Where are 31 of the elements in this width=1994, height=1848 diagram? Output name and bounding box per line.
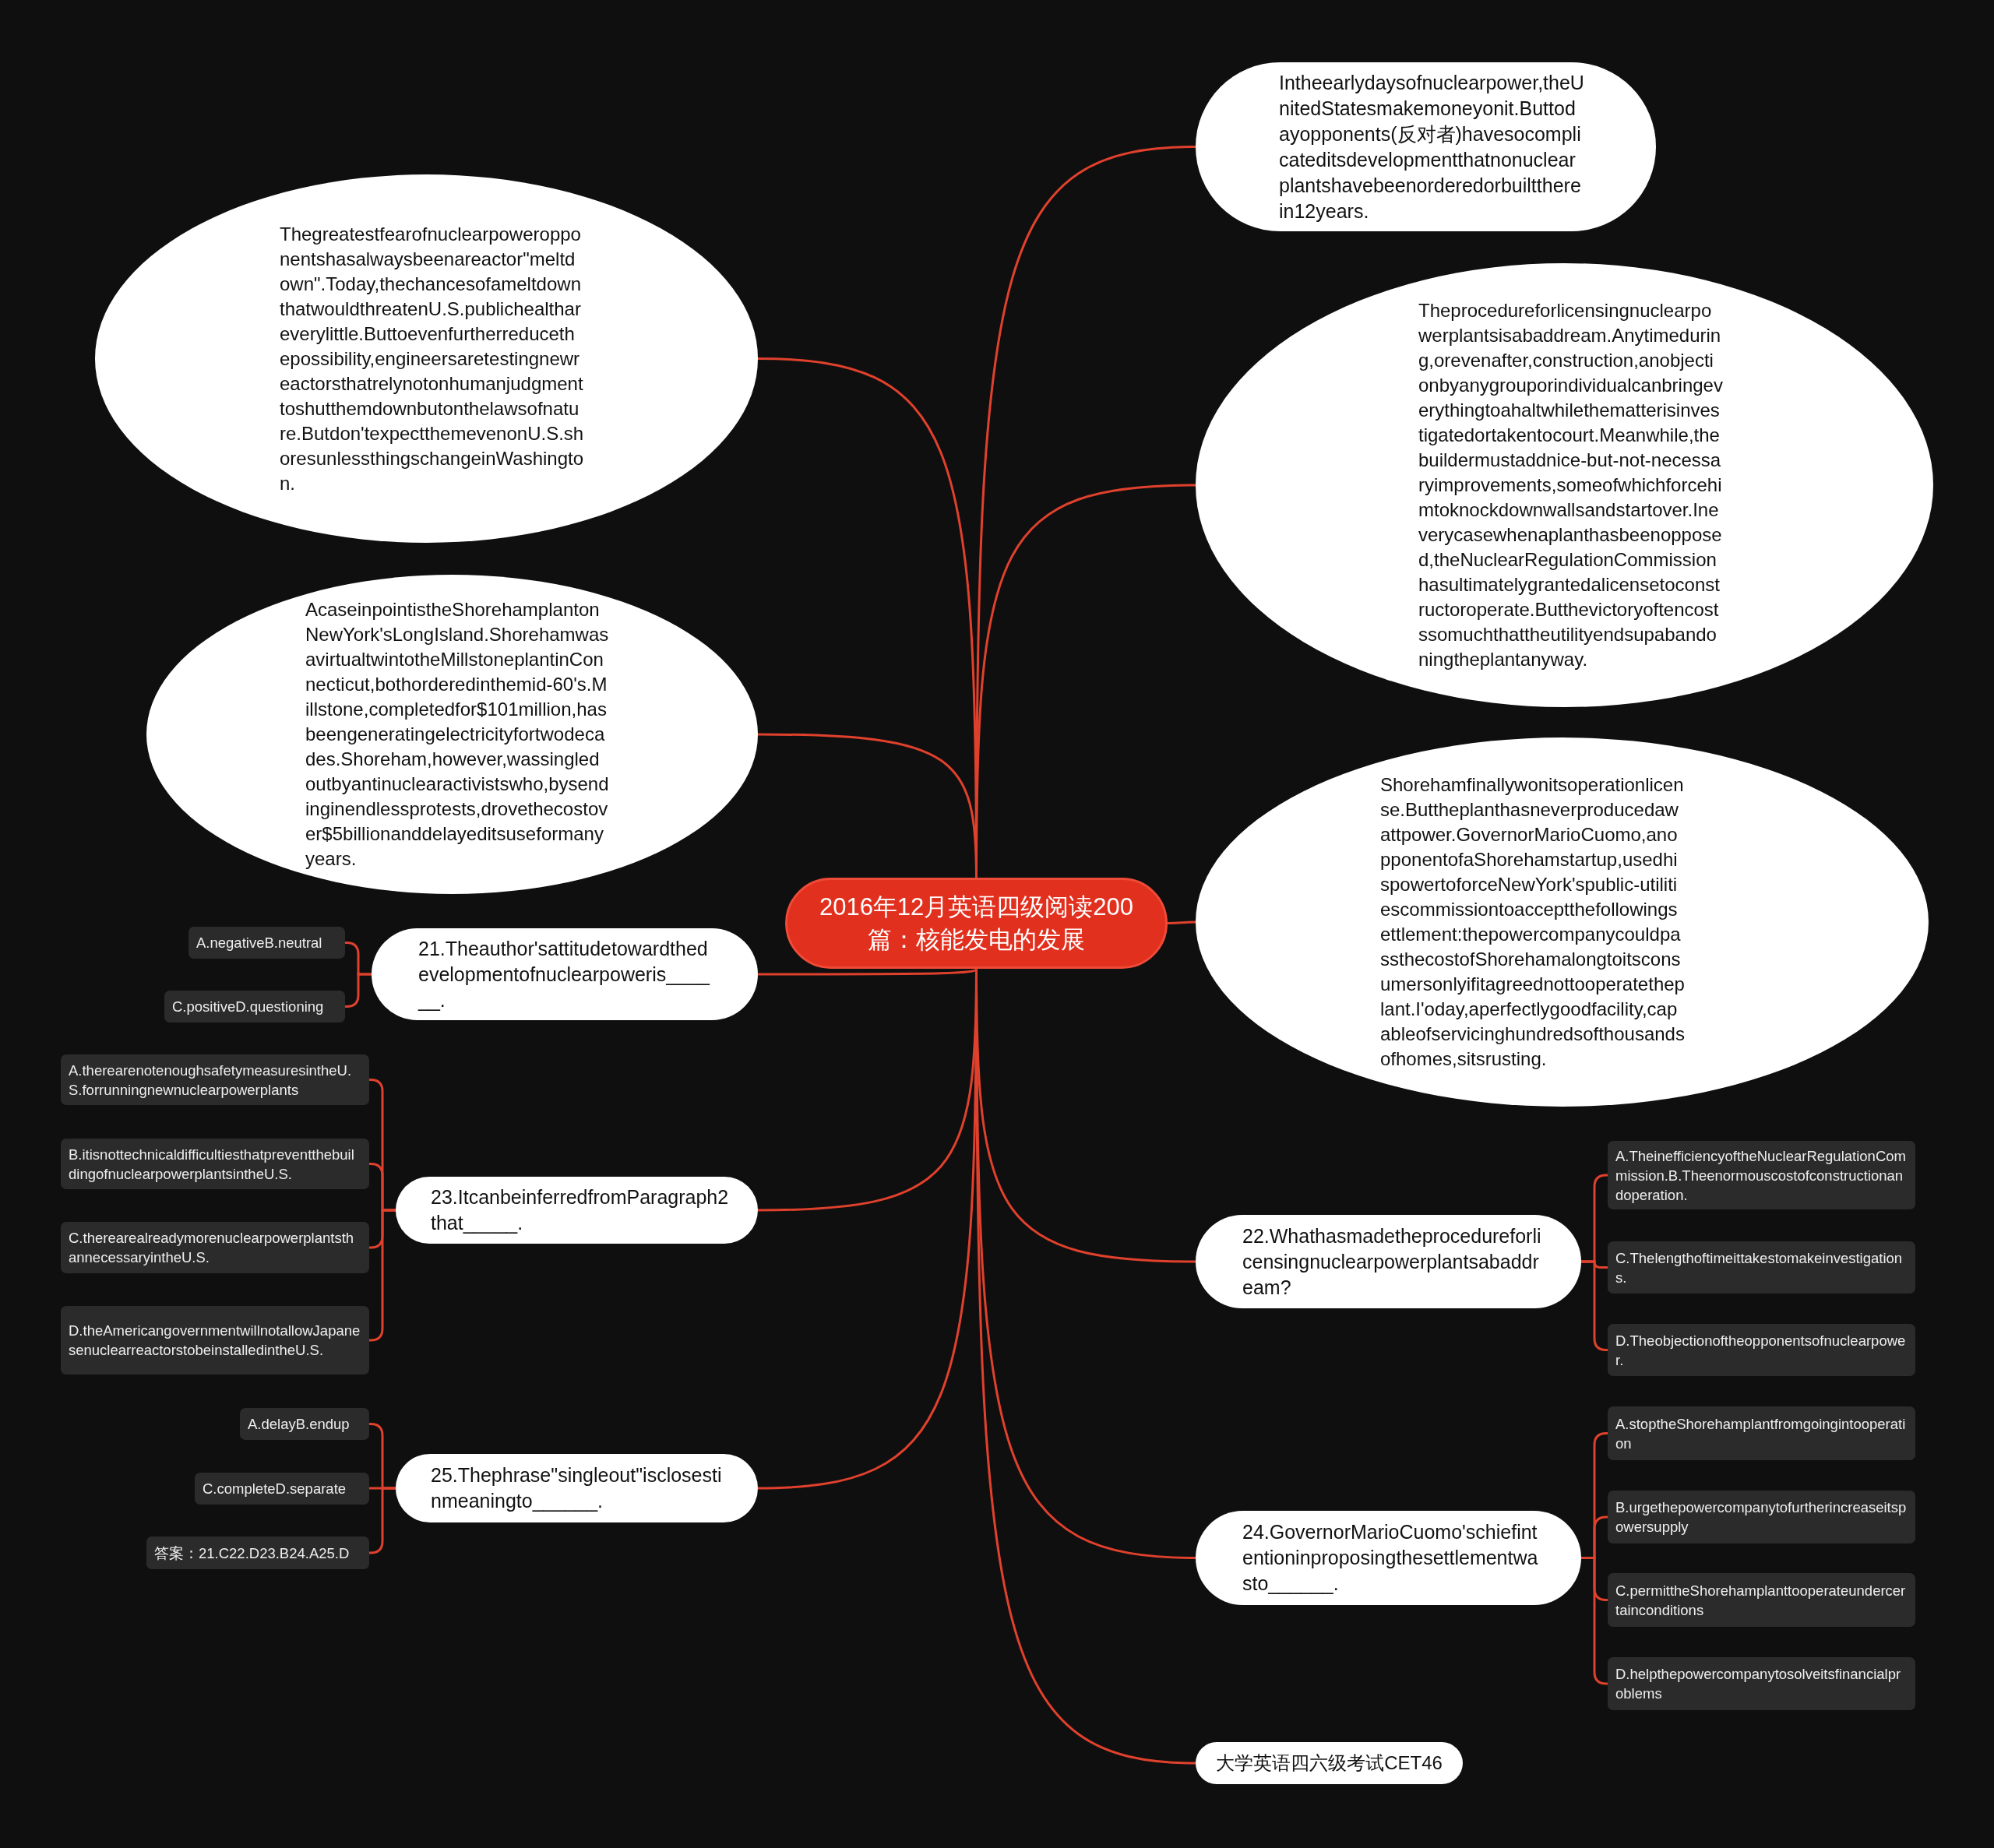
- option-box: D.theAmericangovernmentwillnotallowJapanesenuclearreactorstobeinstalledintheU.S.: [61, 1306, 369, 1375]
- option-box: B.itisnottechnicaldifficultiesthatpreventthebuildingofnuclearpowerplantsintheU.S.: [61, 1139, 369, 1189]
- passage-bubble: Thegreatestfearofnuclearpoweropponentshasalwaysbeenareactor"meltdown".Today,thechancesofameltdownthatwouldthreatenU.S.publichealthareverylittle.Buttoevenfurtherreducethepossibility,engineersaretestingnewreactorsthatrelynotonhumanjudgmenttoshutthemdownbutonthelawsofnature.Butdon'texpectthemevenonU.S.shoresunlessthingschangeinWashington.: [95, 174, 758, 543]
- option-box: D.helpthepowercompanytosolveitsfinancialproblems: [1608, 1657, 1915, 1710]
- question-bubble: 21.Theauthor'sattitudetowardthedevelopmentofnuclearpoweris______.: [372, 928, 758, 1020]
- question-bubble: 23.ItcanbeinferredfromParagraph2that_____.: [396, 1177, 758, 1244]
- passage-bubble: Theprocedureforlicensingnuclearpowerplantsisabaddream.Anytimeduring,orevenafter,construction,anobjectionbyanygrouporindividualcanbringeverythingtoahaltwhilethematterisinvestigatedortakentocourt.Meanwhile,thebuildermustaddnice-but-not-necessaryimprovements,someofwhichforcehimtoknockdownwallsandstartover.Ineverycasewhenaplanthasbeenopposed,theNuclearRegulationCommissionhasultimatelygrantedalicensetoconstructoroperate.Butthevictoryoftencostssomuchthattheutilityendsupabandoningtheplantanyway.: [1196, 263, 1933, 707]
- option-box: C.Thelengthoftimeittakestomakeinvestigations.: [1608, 1241, 1915, 1294]
- connector-line: [1168, 920, 1196, 924]
- option-box: B.urgethepowercompanytofurtherincreaseitspowersupply: [1608, 1491, 1915, 1544]
- topic-bubble: 大学英语四六级考试CET46: [1196, 1742, 1463, 1784]
- connector-line: [344, 973, 372, 1008]
- option-box: D.Theobjectionoftheopponentsofnuclearpower.: [1608, 1324, 1915, 1376]
- option-box: A.therearenotenoughsafetymeasuresintheU.S.forrunningnewnuclearpowerplants: [61, 1054, 369, 1105]
- option-box: C.positiveD.questioning: [164, 991, 345, 1023]
- passage-bubble: Shorehamfinallywonitsoperationlicense.Buttheplanthasneverproducedawattpower.GovernorMarioCuomo,anopponentofaShorehamstartup,usedhispowertoforceNewYork'spublic-utilitiescommissiontoacceptthefollowingsettlement:thepowercompanycouldpassthecostofShorehamalongtoitsconsumersonlyifitagreednottooperatetheplant.I'oday,aperfectlygoodfacility,capableofservicinghundredsofthousandsofhomes,sitsrusting.: [1196, 737, 1929, 1107]
- option-box: C.permittheShorehamplanttooperateundercertainconditions: [1608, 1573, 1915, 1627]
- option-box: A.stoptheShorehamplantfromgoingintooperation: [1608, 1406, 1915, 1460]
- question-bubble: 22.Whathasmadetheprocedureforlicensingnuclearpowerplantsabaddream?: [1196, 1215, 1581, 1308]
- option-box: A.delayB.endup: [240, 1408, 369, 1440]
- connector-line: [758, 967, 978, 976]
- question-bubble: 24.GovernorMarioCuomo'schiefintentioninproposingthesettlementwasto______.: [1196, 1511, 1581, 1605]
- question-bubble: Intheearlydaysofnuclearpower,theUnitedStatesmakemoneyonit.Buttodayopponents(反对者)havesocomplicateditsdevelopmentthatnonuclearplantshavebeenorderedorbuilttherein12years.: [1196, 62, 1656, 231]
- central-topic: 2016年12月英语四级阅读200篇：核能发电的发展: [785, 878, 1168, 969]
- question-bubble: 25.Thephrase"singleout"isclosestinmeaningto______.: [396, 1454, 758, 1522]
- option-box: C.completeD.separate: [195, 1473, 369, 1505]
- passage-bubble: AcaseinpointistheShorehamplantonNewYork'sLongIsland.ShorehamwasavirtualtwintotheMillstoneplantinConnecticut,bothorderedinthemid-60's.Millstone,completedfor$101million,hasbeengeneratingelectricityfortwodecades.Shoreham,however,wassingledoutbyantinuclearactivistswho,bysendinginendlessprotests,drovethecostover$5billionanddelayeditsuseformanyyears.: [146, 575, 758, 894]
- option-box: 答案：21.C22.D23.B24.A25.D: [146, 1536, 369, 1569]
- option-box: C.therearealreadymorenuclearpowerplantsthannecessaryintheU.S.: [61, 1222, 369, 1273]
- option-box: A.TheinefficiencyoftheNuclearRegulationCommission.B.Theenormouscostofconstructionandoperation.: [1608, 1141, 1915, 1209]
- option-box: A.negativeB.neutral: [188, 927, 345, 959]
